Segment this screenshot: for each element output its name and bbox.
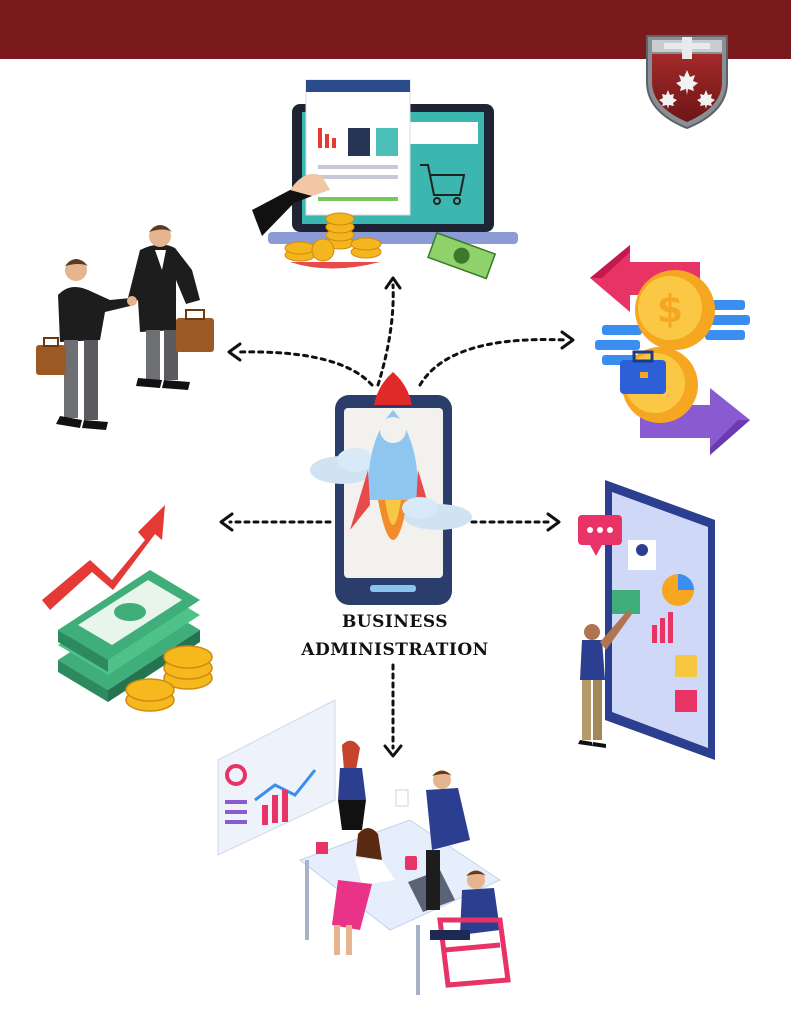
currency-exchange-icon: $ <box>590 245 750 455</box>
maple-leaf-shield-icon <box>646 35 728 130</box>
title-line-2: ADMINISTRATION <box>301 640 489 660</box>
mobile-analytics-app-icon <box>578 480 715 760</box>
handshake-businessmen-icon <box>36 225 214 430</box>
team-meeting-icon <box>217 699 511 995</box>
rocket-launch-phone-icon <box>310 372 472 605</box>
dotted-arrow-connectors <box>228 283 567 750</box>
ecommerce-laptop-icon <box>252 79 518 280</box>
money-growth-icon <box>42 505 213 712</box>
arrowheads <box>219 276 575 758</box>
svg-text:$: $ <box>657 287 683 331</box>
title-line-1: BUSINESS <box>341 612 449 632</box>
